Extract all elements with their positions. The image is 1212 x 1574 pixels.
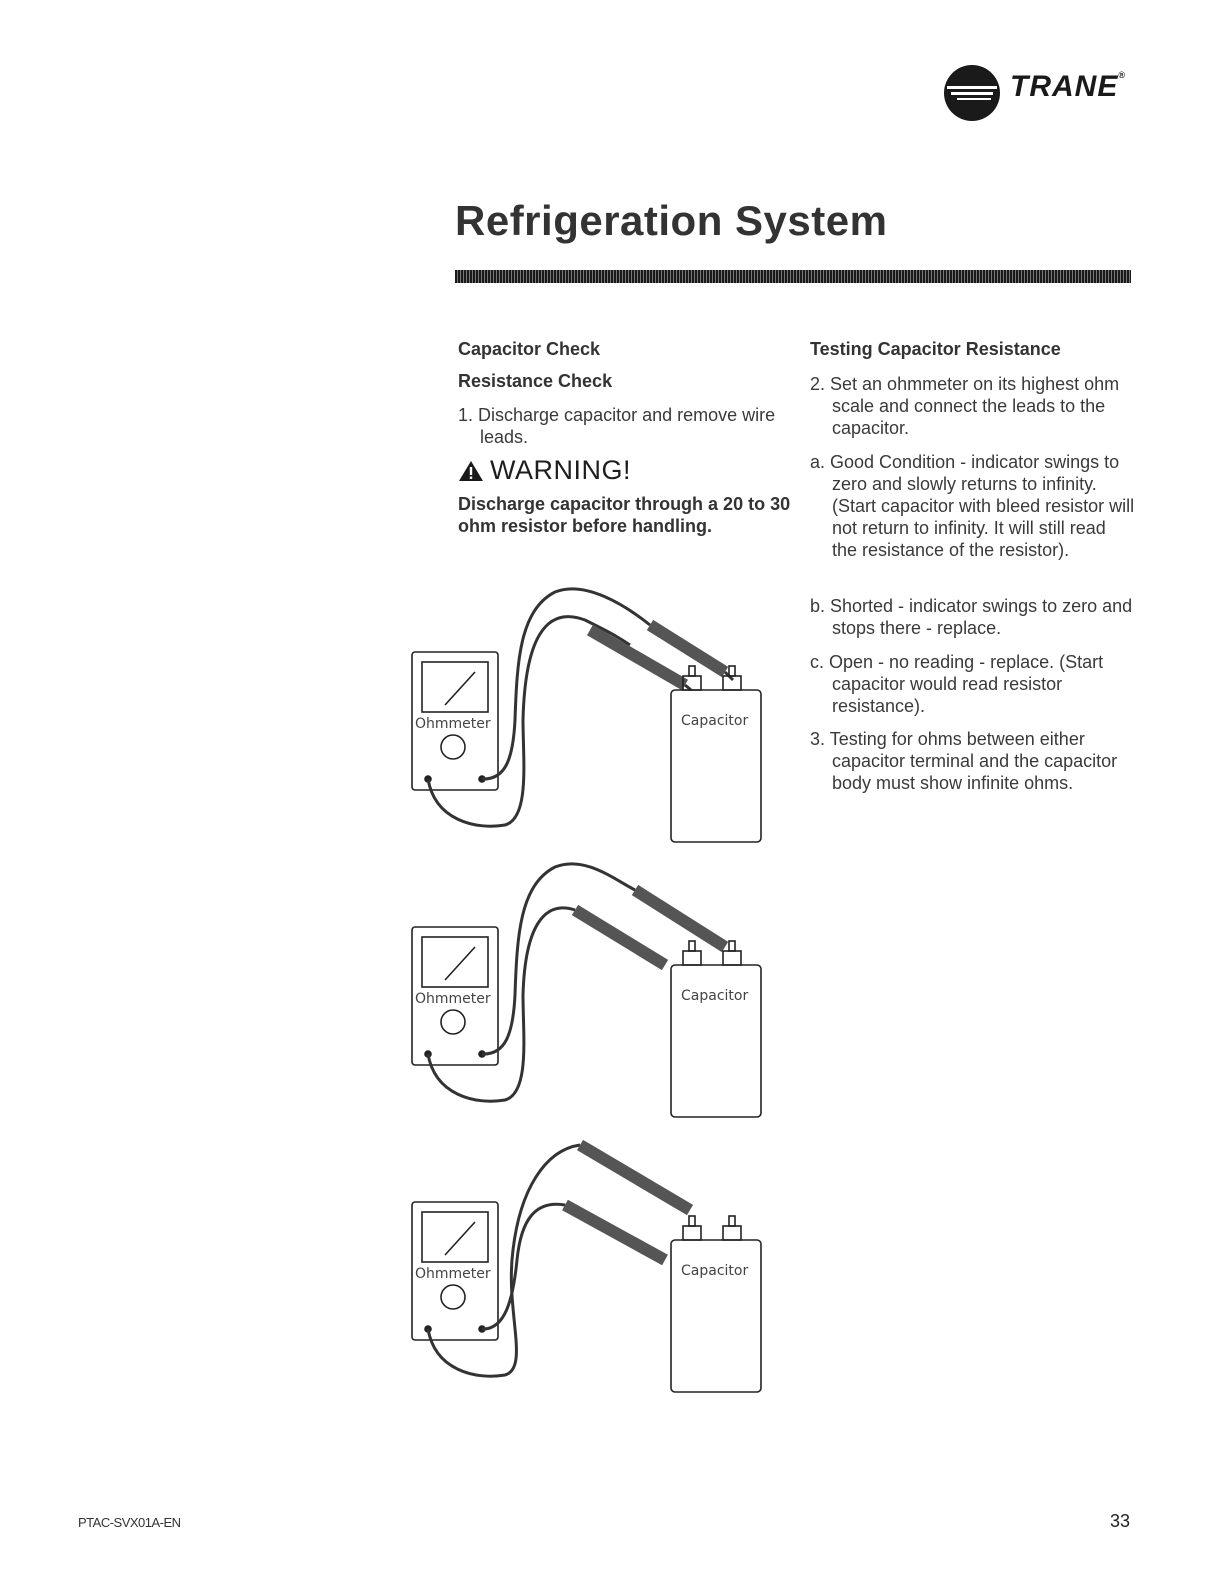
warning-title: WARNING!	[490, 455, 631, 485]
trane-logo-icon	[944, 65, 1000, 121]
capacitor-icon	[670, 665, 762, 843]
ohmmeter-capacitor-diagram-1: Ohmmeter Capacitor	[411, 587, 762, 843]
ohmmeter-label: Ohmmeter	[415, 991, 491, 1007]
capacitor-label: Capacitor	[681, 1263, 748, 1279]
title-rule	[455, 270, 1131, 283]
list-item: 2. Set an ohmmeter on its highest ohm sc…	[810, 374, 1120, 438]
list-item: 3. Testing for ohms between either capac…	[810, 729, 1118, 793]
warning-header: WARNING!	[458, 455, 631, 486]
capacitor-icon	[670, 940, 762, 1118]
document-number: PTAC-SVX01A-EN	[78, 1515, 181, 1530]
testing-capacitor-resistance-heading: Testing Capacitor Resistance	[810, 339, 1061, 359]
ohmmeter-icon	[411, 651, 499, 791]
test-leads	[426, 587, 735, 828]
capacitor-label: Capacitor	[681, 713, 748, 729]
capacitor-icon	[670, 1215, 762, 1393]
test-leads	[426, 1139, 694, 1378]
resistance-check-heading: Resistance Check	[458, 371, 613, 391]
capacitor-check-heading: Capacitor Check	[458, 339, 601, 359]
step-1: 1. Discharge capacitor and remove wire l…	[458, 405, 776, 447]
capacitor-label: Capacitor	[681, 988, 748, 1004]
ohmmeter-label: Ohmmeter	[415, 716, 491, 732]
registered-mark: ®	[1118, 70, 1126, 80]
ohmmeter-capacitor-diagram-3: Ohmmeter Capacitor	[411, 1139, 762, 1393]
list-item: a. Good Condition - indicator swings to …	[810, 452, 1135, 560]
trane-logo-text: TRANE®	[1010, 70, 1126, 103]
warning-body: Discharge capacitor through a 20 to 30 o…	[458, 494, 791, 536]
ohmmeter-icon	[411, 1201, 499, 1341]
list-item: b. Shorted - indicator swings to zero an…	[810, 596, 1133, 638]
list-item: c. Open - no reading - replace. (Start c…	[810, 652, 1104, 716]
ohmmeter-capacitor-diagram-2: Ohmmeter Capacitor	[411, 862, 762, 1118]
ohmmeter-label: Ohmmeter	[415, 1266, 491, 1282]
page-title: Refrigeration System	[455, 197, 888, 244]
page-number: 33	[1110, 1511, 1131, 1531]
test-leads	[426, 862, 729, 1103]
warning-triangle-icon	[459, 460, 483, 481]
